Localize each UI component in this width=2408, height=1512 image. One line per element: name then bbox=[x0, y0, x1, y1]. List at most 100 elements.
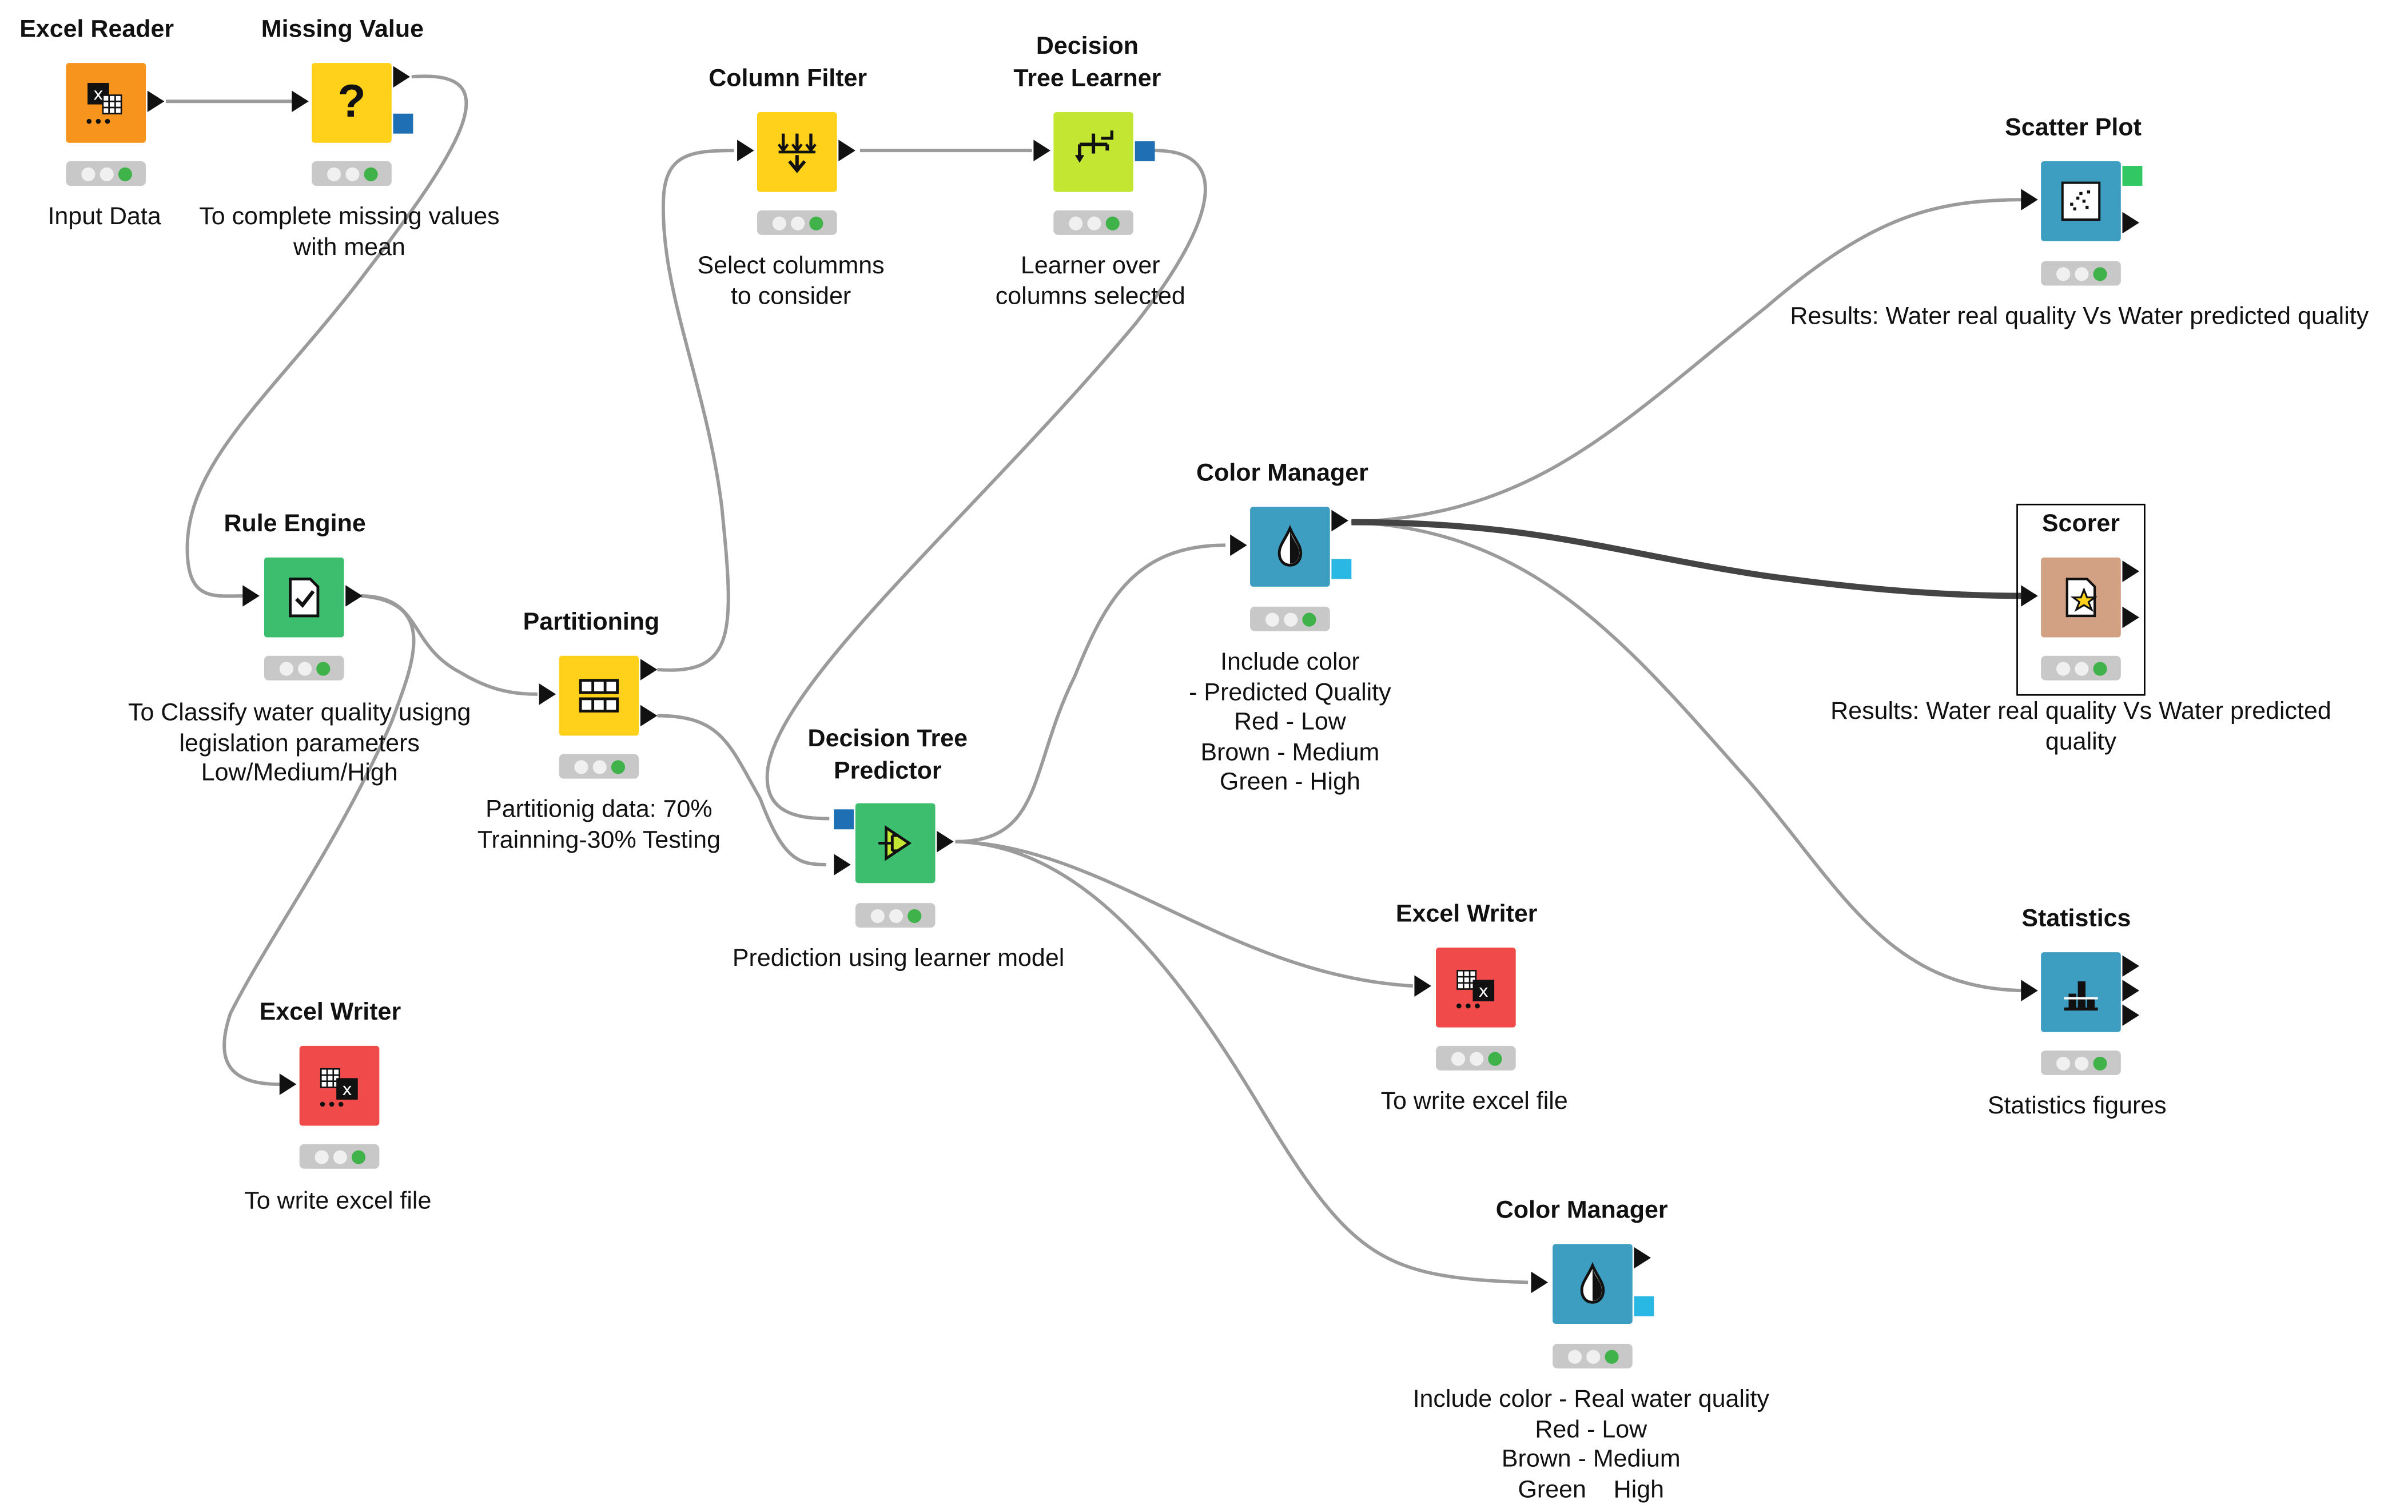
input-port[interactable] bbox=[737, 140, 754, 161]
node-annotation[interactable]: Input Data bbox=[47, 204, 161, 230]
node-icon[interactable] bbox=[2041, 557, 2121, 638]
output-port[interactable] bbox=[838, 140, 855, 161]
node-title: Excel Writer bbox=[259, 1000, 401, 1026]
scatter-plot-icon bbox=[2061, 181, 2101, 221]
node-status-traffic-light bbox=[66, 161, 146, 186]
node-status-traffic-light bbox=[312, 161, 392, 186]
node-annotation[interactable]: To write excel file bbox=[244, 1188, 432, 1215]
node-annotation[interactable]: Partitionig data: 70% Trainning-30% Test… bbox=[477, 797, 721, 853]
input-port[interactable] bbox=[279, 1073, 297, 1095]
input-port[interactable] bbox=[292, 90, 309, 113]
connection-partitioning-columnfilter bbox=[657, 149, 734, 672]
connection-colormanager1-scorer bbox=[1351, 519, 2027, 599]
excel-writer-icon: x bbox=[320, 1068, 358, 1107]
node-status-traffic-light bbox=[299, 1144, 380, 1169]
node-icon[interactable] bbox=[1553, 1244, 1633, 1324]
output-port-confusion[interactable] bbox=[2122, 560, 2140, 582]
svg-text:x: x bbox=[1479, 981, 1488, 1001]
node-annotation[interactable]: Include color - Predicted Quality Red - … bbox=[1189, 650, 1391, 796]
node-title: Scatter Plot bbox=[2005, 115, 2142, 142]
model-output-port[interactable] bbox=[1135, 141, 1155, 161]
node-annotation[interactable]: Results: Water real quality Vs Water pre… bbox=[1830, 698, 2331, 755]
output-port-test[interactable] bbox=[640, 705, 658, 727]
output-port-2[interactable] bbox=[2122, 980, 2140, 1002]
color-drop-icon bbox=[1277, 524, 1303, 567]
node-icon[interactable]: x bbox=[1436, 948, 1516, 1028]
output-port[interactable] bbox=[2122, 212, 2140, 234]
image-output-port[interactable] bbox=[2122, 166, 2143, 186]
output-port-accuracy[interactable] bbox=[2122, 606, 2140, 628]
output-port[interactable] bbox=[1634, 1247, 1651, 1269]
node-title: Missing Value bbox=[261, 17, 424, 43]
output-port-1[interactable] bbox=[2122, 955, 2140, 977]
node-title: Scorer bbox=[2041, 511, 2120, 538]
node-annotation[interactable]: To complete missing values with mean bbox=[199, 204, 500, 261]
input-port[interactable] bbox=[1531, 1271, 1549, 1294]
node-annotation[interactable]: To write excel file bbox=[1380, 1089, 1568, 1115]
output-port[interactable] bbox=[393, 66, 411, 88]
color-drop-icon bbox=[1580, 1262, 1605, 1304]
question-mark-icon: ? bbox=[337, 77, 366, 128]
input-port[interactable] bbox=[539, 683, 556, 705]
node-title: Excel Reader bbox=[19, 17, 174, 43]
node-icon[interactable] bbox=[264, 557, 344, 638]
node-status-traffic-light bbox=[1553, 1343, 1633, 1368]
node-title: Excel Writer bbox=[1395, 901, 1538, 928]
node-icon[interactable] bbox=[1053, 112, 1133, 192]
node-annotation[interactable]: Statistics figures bbox=[1987, 1093, 2167, 1120]
statistics-icon bbox=[2064, 981, 2098, 1011]
node-status-traffic-light bbox=[1053, 210, 1133, 235]
node-annotation[interactable]: Include color - Real water quality Red -… bbox=[1412, 1387, 1769, 1503]
rule-engine-icon bbox=[289, 578, 320, 618]
input-port[interactable] bbox=[242, 585, 260, 607]
color-model-output-port[interactable] bbox=[1634, 1296, 1654, 1316]
node-icon[interactable] bbox=[2041, 161, 2121, 241]
svg-text:x: x bbox=[342, 1080, 352, 1099]
node-icon[interactable] bbox=[2041, 952, 2121, 1032]
output-port[interactable] bbox=[937, 830, 954, 853]
output-port[interactable] bbox=[147, 90, 165, 113]
node-icon[interactable]: ? bbox=[312, 63, 392, 143]
node-annotation[interactable]: Prediction using learner model bbox=[732, 946, 1065, 972]
node-annotation[interactable]: To Classify water quality usigng legisla… bbox=[128, 700, 471, 787]
node-status-traffic-light bbox=[1436, 1045, 1516, 1071]
output-port-3[interactable] bbox=[2122, 1004, 2140, 1026]
node-annotation[interactable]: Learner over columns selected bbox=[995, 253, 1185, 310]
node-icon[interactable]: x bbox=[299, 1045, 380, 1126]
node-icon[interactable] bbox=[559, 655, 639, 736]
node-icon[interactable] bbox=[855, 803, 936, 884]
node-icon[interactable] bbox=[1250, 507, 1330, 587]
connection-ruleengine-excelwriter bbox=[222, 594, 416, 1086]
column-filter-icon bbox=[777, 133, 817, 173]
input-port[interactable] bbox=[1414, 975, 1431, 997]
node-title-line1: Decision Tree bbox=[807, 726, 968, 753]
node-title: Color Manager bbox=[1495, 1197, 1668, 1224]
node-status-traffic-light bbox=[2041, 655, 2121, 681]
input-port[interactable] bbox=[1033, 140, 1050, 161]
node-title: Column Filter bbox=[709, 66, 867, 93]
color-model-output-port[interactable] bbox=[1331, 559, 1352, 579]
scorer-icon bbox=[2065, 578, 2097, 618]
output-port-train[interactable] bbox=[640, 659, 658, 681]
node-annotation[interactable]: Results: Water real quality Vs Water pre… bbox=[1790, 304, 2369, 331]
input-port[interactable] bbox=[2021, 980, 2038, 1002]
partitioning-icon bbox=[579, 679, 619, 713]
node-annotation[interactable]: Select colummns to consider bbox=[697, 253, 885, 310]
output-port[interactable] bbox=[345, 585, 363, 607]
excel-writer-icon: x bbox=[1456, 969, 1495, 1009]
node-icon[interactable]: x bbox=[66, 63, 146, 143]
connection-missingvalue-ruleengine bbox=[185, 74, 468, 598]
input-port[interactable] bbox=[2021, 189, 2038, 210]
model-input-port[interactable] bbox=[834, 809, 854, 830]
data-input-port[interactable] bbox=[834, 854, 851, 876]
decision-tree-learner-icon bbox=[1074, 130, 1114, 163]
node-title: Statistics bbox=[2021, 906, 2131, 933]
connection-colormanager1-scatterplot bbox=[1351, 198, 2027, 524]
output-port[interactable] bbox=[1331, 510, 1348, 532]
input-port[interactable] bbox=[1230, 534, 1247, 556]
model-output-port[interactable] bbox=[393, 113, 413, 134]
input-port[interactable] bbox=[2021, 585, 2038, 607]
node-icon[interactable] bbox=[757, 112, 837, 192]
